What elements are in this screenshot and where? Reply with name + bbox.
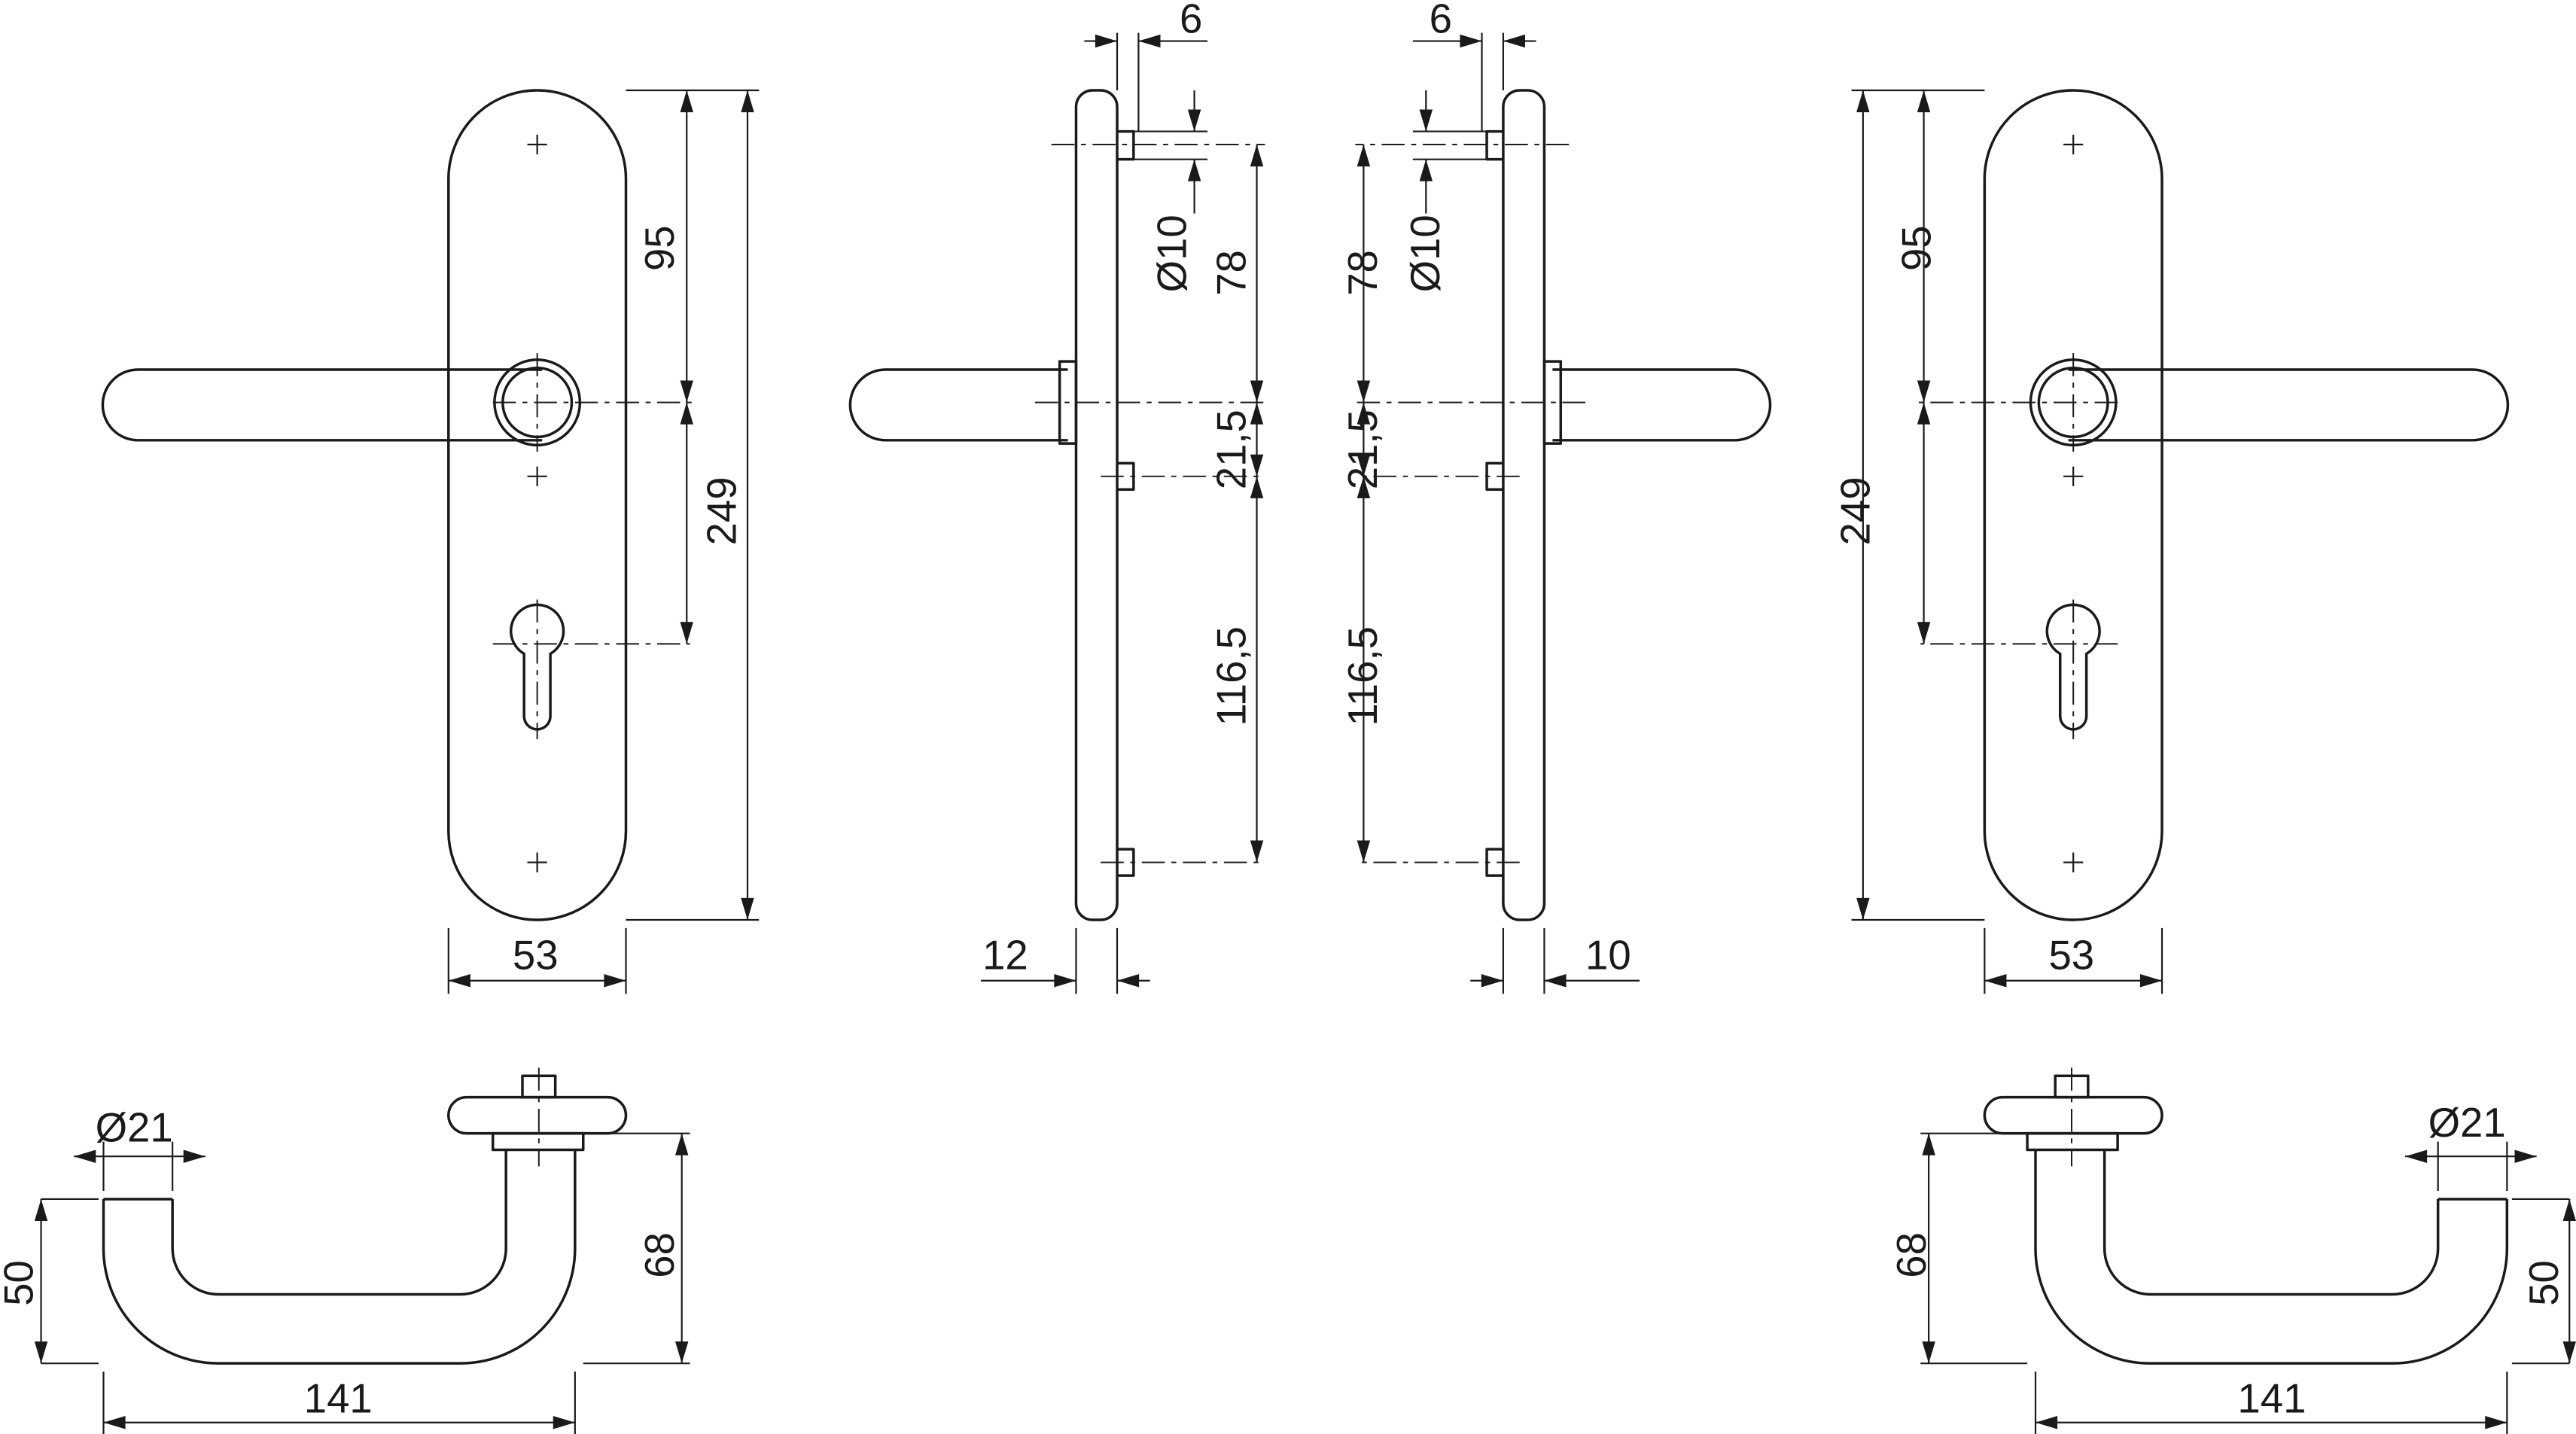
dim-53-right: 53 [2048, 932, 2094, 978]
dim-21-5-right: 21,5 [1340, 409, 1386, 489]
dim-12: 12 [982, 932, 1028, 978]
dim-249-left: 249 [699, 476, 745, 545]
dim-68-left: 68 [637, 1232, 683, 1278]
dim-78-right: 78 [1340, 250, 1386, 296]
side-view-right [1355, 33, 1770, 994]
side-view-left [850, 33, 1265, 994]
dim-141-left: 141 [304, 1376, 373, 1422]
dim-50-left: 50 [0, 1260, 42, 1306]
dim-95-left: 95 [637, 225, 683, 271]
dim-95-right: 95 [1893, 225, 1939, 271]
dim-d21-right: Ø21 [2428, 1100, 2506, 1146]
dim-249-right: 249 [1833, 476, 1879, 545]
dim-6-right: 6 [1430, 0, 1452, 42]
dim-141-right: 141 [2237, 1376, 2306, 1422]
dim-d10-left: Ø10 [1149, 215, 1195, 292]
dim-50-right: 50 [2521, 1260, 2567, 1306]
dim-116-5-right: 116,5 [1340, 626, 1386, 726]
dim-10: 10 [1585, 932, 1631, 978]
dim-d21-left: Ø21 [96, 1105, 173, 1151]
dim-68-right: 68 [1889, 1232, 1935, 1278]
dim-116-5-left: 116,5 [1208, 626, 1254, 726]
dim-21-5-left: 21,5 [1208, 409, 1254, 489]
dim-78-left: 78 [1208, 250, 1254, 296]
dim-53-left: 53 [513, 932, 559, 978]
front-view-right [1852, 90, 2508, 994]
dim-d10-right: Ø10 [1402, 215, 1448, 292]
dim-6-left: 6 [1180, 0, 1202, 42]
